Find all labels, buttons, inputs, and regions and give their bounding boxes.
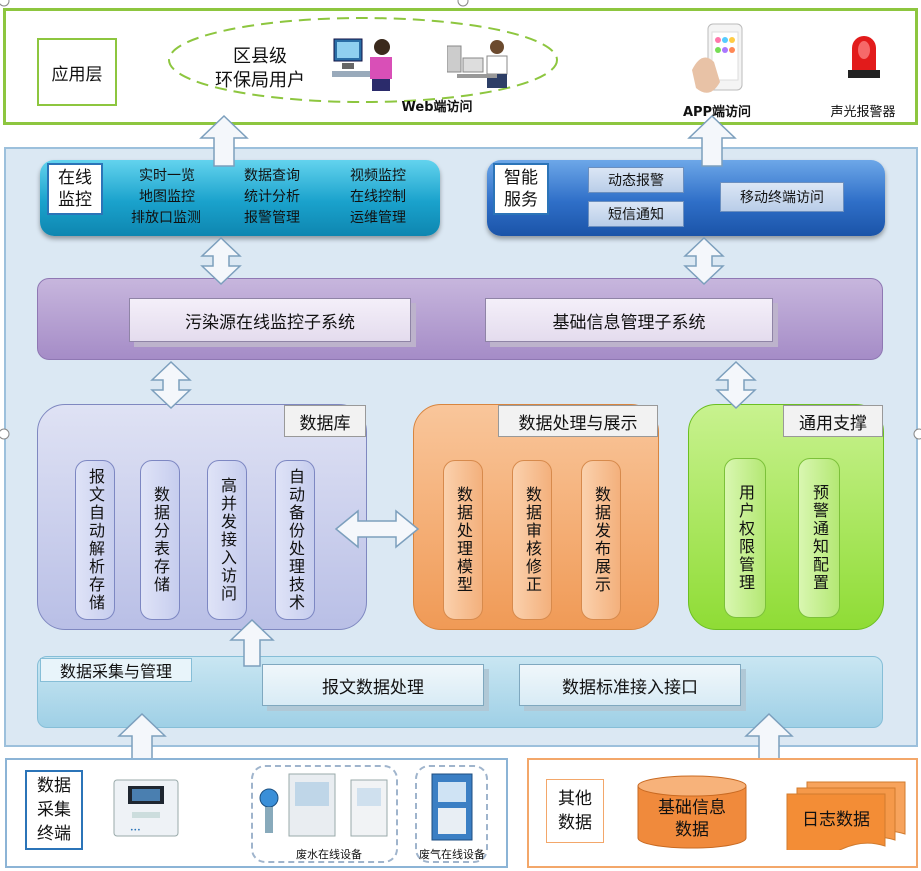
other-data-label: 其他 数据 bbox=[546, 779, 604, 843]
menu-item-realtime[interactable]: 实时一览 bbox=[139, 168, 195, 184]
wastegas-device-icon bbox=[431, 773, 473, 841]
wastewater-devices-icon bbox=[259, 773, 388, 837]
arrow-collection-database bbox=[229, 618, 275, 667]
menu-item-ops[interactable]: 运维管理 bbox=[350, 210, 406, 226]
arrow-terminal-collection bbox=[117, 712, 167, 761]
arrow-up-web bbox=[199, 114, 249, 167]
log-documents-icon bbox=[786, 781, 906, 850]
online-monitoring-band bbox=[40, 160, 440, 236]
menu-item-video[interactable]: 视频监控 bbox=[350, 168, 406, 184]
collection-title: 数据采集与管理 bbox=[40, 658, 192, 682]
arrow-db-processing bbox=[334, 509, 420, 549]
users-ellipse bbox=[168, 17, 558, 103]
menu-item-alarm-mgmt[interactable]: 报警管理 bbox=[244, 210, 300, 226]
pollution-subsystem[interactable]: 污染源在线监控子系统 bbox=[129, 298, 411, 342]
svg-text:•••: ••• bbox=[130, 827, 141, 834]
mobile-access-item[interactable]: 移动终端访问 bbox=[720, 182, 844, 212]
database-cylinder-icon bbox=[637, 775, 747, 849]
alarm-label: 声光报警器 bbox=[830, 105, 896, 120]
collection-terminal-device-icon: ••• bbox=[113, 779, 179, 837]
sms-notice-item[interactable]: 短信通知 bbox=[588, 201, 684, 227]
smart-service-label: 智能 服务 bbox=[493, 163, 549, 215]
basic-info-data-label: 基础信息 数据 bbox=[658, 798, 726, 840]
menu-item-outlet[interactable]: 排放口监测 bbox=[131, 210, 201, 226]
online-monitoring-label: 在线 监控 bbox=[47, 163, 103, 215]
alarm-light-icon bbox=[848, 36, 880, 78]
menu-item-data-query[interactable]: 数据查询 bbox=[244, 168, 300, 184]
processing-title: 数据处理与展示 bbox=[498, 405, 658, 437]
sup-item-warning-config: 预警通知配置 bbox=[798, 458, 840, 618]
proc-item-audit: 数据审核修正 bbox=[512, 460, 552, 620]
db-item-concurrency: 高并发接入访问 bbox=[207, 460, 247, 620]
application-layer-label: 应用层 bbox=[37, 38, 117, 106]
wastegas-device-group bbox=[415, 765, 488, 863]
menu-item-online-control[interactable]: 在线控制 bbox=[350, 189, 406, 205]
wastewater-device-group bbox=[251, 765, 398, 863]
arrow-subsystem-database bbox=[150, 360, 192, 410]
standard-interface-box[interactable]: 数据标准接入接口 bbox=[519, 664, 741, 706]
menu-item-map[interactable]: 地图监控 bbox=[139, 189, 195, 205]
arrow-monitor-subsystem bbox=[200, 236, 242, 286]
district-users-label: 区县级 环保局用户 bbox=[215, 46, 305, 91]
support-title: 通用支撑 bbox=[783, 405, 883, 437]
user-computer-icon bbox=[332, 38, 392, 91]
arrow-subsystem-support bbox=[715, 360, 757, 410]
phone-app-icon bbox=[692, 23, 743, 93]
db-item-message-parse: 报文自动解析存储 bbox=[75, 460, 115, 620]
terminal-label: 数据 采集 终端 bbox=[25, 770, 83, 850]
wastegas-caption: 废气在线设备 bbox=[419, 848, 485, 861]
dynamic-alarm-item[interactable]: 动态报警 bbox=[588, 167, 684, 193]
db-item-backup: 自动备份处理技术 bbox=[275, 460, 315, 620]
arrow-other-collection bbox=[744, 712, 794, 761]
proc-item-publish: 数据发布展示 bbox=[581, 460, 621, 620]
db-item-table-storage: 数据分表存储 bbox=[140, 460, 180, 620]
app-access-label: APP端访问 bbox=[682, 105, 752, 120]
message-processing-box[interactable]: 报文数据处理 bbox=[262, 664, 484, 706]
log-data-label: 日志数据 bbox=[802, 809, 870, 830]
menu-item-statistics[interactable]: 统计分析 bbox=[244, 189, 300, 205]
database-title: 数据库 bbox=[284, 405, 366, 437]
web-access-label: Web端访问 bbox=[401, 100, 473, 115]
sup-item-permission: 用户权限管理 bbox=[724, 458, 766, 618]
proc-item-model: 数据处理模型 bbox=[443, 460, 483, 620]
arrow-up-app bbox=[687, 114, 737, 167]
basic-info-subsystem[interactable]: 基础信息管理子系统 bbox=[485, 298, 773, 342]
support-panel bbox=[688, 404, 884, 630]
wastewater-caption: 废水在线设备 bbox=[296, 848, 362, 861]
arrow-service-subsystem bbox=[683, 236, 725, 286]
office-worker-icon bbox=[447, 40, 508, 88]
